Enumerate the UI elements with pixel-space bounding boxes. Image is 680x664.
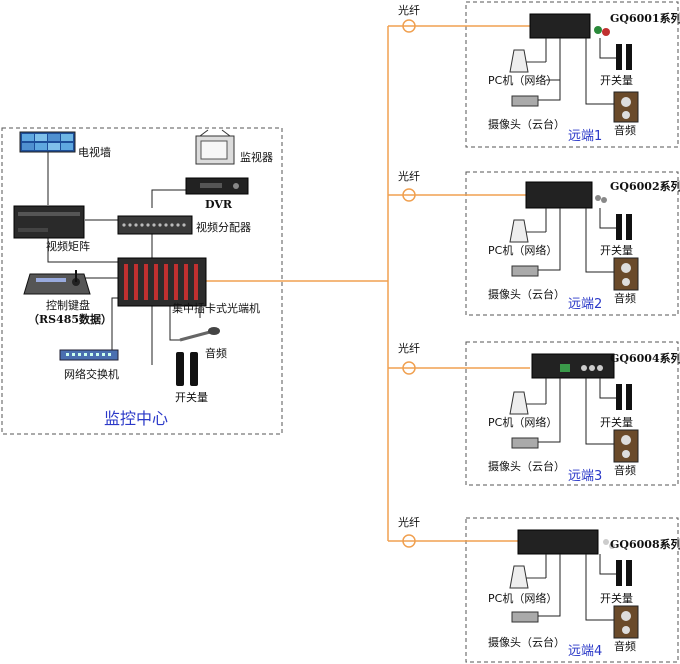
remote-boundary-2 — [465, 171, 679, 316]
remote-2-pc: PC机（网络） — [488, 244, 558, 257]
remote-3-name: 远端3 — [568, 469, 603, 484]
monitor-label: 监视器 — [240, 151, 273, 164]
center-links — [47, 150, 201, 365]
video-splitter-icon — [117, 215, 193, 235]
keyboard-label: 控制键盘 — [46, 299, 90, 312]
dvr-label: DVR — [205, 198, 233, 211]
remote-3-io: 开关量 — [600, 416, 633, 429]
remote-2-model: GQ6002系列 — [610, 180, 680, 193]
network-switch-icon — [59, 349, 119, 361]
remote-1-pc: PC机（网络） — [488, 74, 558, 87]
center-io-label: 开关量 — [175, 391, 208, 404]
fiber-lines — [205, 19, 535, 548]
remote-2-audio: 音频 — [614, 292, 636, 305]
center-io-icon — [176, 352, 198, 386]
remote-3-camera: 摄像头（云台） — [488, 460, 565, 473]
remote-4-name: 远端4 — [568, 644, 603, 659]
remote-3-pc: PC机（网络） — [488, 416, 558, 429]
video-splitter-label: 视频分配器 — [196, 221, 251, 234]
remote-devices-1 — [509, 13, 639, 123]
dvr-icon — [185, 177, 249, 195]
remote-boundary-1 — [465, 1, 679, 148]
keyboard-icon — [23, 270, 91, 295]
remote-devices-2 — [509, 181, 639, 291]
video-matrix-icon — [13, 205, 85, 239]
remote-boundary-3 — [465, 341, 679, 486]
remote-3-audio: 音频 — [614, 464, 636, 477]
remote-devices-4 — [509, 529, 639, 639]
central-unit-label: 集中插卡式光端机 — [172, 302, 260, 315]
keyboard-note: （RS485数据） — [28, 313, 113, 326]
remote-4-audio: 音频 — [614, 640, 636, 653]
remote-4-camera: 摄像头（云台） — [488, 636, 565, 649]
fiber-label-1: 光纤 — [398, 4, 420, 17]
remote-1-model: GQ6001系列 — [610, 12, 680, 25]
monitor-icon — [195, 129, 235, 165]
remote-2-camera: 摄像头（云台） — [488, 288, 565, 301]
remote-boundary-4 — [465, 517, 679, 663]
remote-2-io: 开关量 — [600, 244, 633, 257]
tv-wall-label: 电视墙 — [78, 146, 111, 159]
remote-1-camera: 摄像头（云台） — [488, 118, 565, 131]
remote-2-name: 远端2 — [568, 297, 603, 312]
center-audio-label: 音频 — [205, 347, 227, 360]
center-title: 监控中心 — [104, 409, 169, 428]
central-unit-icon — [117, 257, 207, 307]
network-switch-label: 网络交换机 — [64, 368, 119, 381]
remote-4-pc: PC机（网络） — [488, 592, 558, 605]
remote-1-audio: 音频 — [614, 124, 636, 137]
tv-wall-icon — [19, 131, 76, 153]
microphone-icon — [179, 327, 220, 342]
remote-1-name: 远端1 — [568, 129, 603, 144]
fiber-label-2: 光纤 — [398, 170, 420, 183]
fiber-label-3: 光纤 — [398, 342, 420, 355]
remote-4-model: GQ6008系列 — [610, 538, 680, 551]
video-matrix-label: 视频矩阵 — [46, 240, 90, 253]
remote-3-model: GQ6004系列 — [610, 352, 680, 365]
center-boundary — [1, 127, 283, 435]
fiber-label-4: 光纤 — [398, 516, 420, 529]
remote-1-io: 开关量 — [600, 74, 633, 87]
remote-devices-3 — [509, 353, 639, 463]
remote-4-io: 开关量 — [600, 592, 633, 605]
